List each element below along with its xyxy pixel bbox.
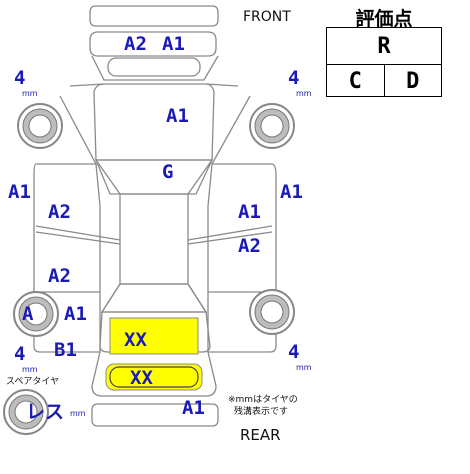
grade-interior: C (348, 68, 362, 94)
tire-front-right (249, 103, 295, 149)
tire-front-left-value: 4 (14, 67, 25, 89)
trunk-outline (99, 311, 211, 353)
rear-license-plate (109, 366, 199, 388)
left-fender-line (59, 95, 97, 165)
tire-rear-left (13, 291, 59, 337)
mark-right-front-door: A1 (238, 201, 261, 223)
grade-title: 評価点 (355, 8, 413, 30)
rear-bumper (91, 403, 219, 427)
note-line-1: ※mmはタイヤの (228, 394, 298, 405)
tire-front-right-value: 4 (288, 67, 299, 89)
c-pillar-left (101, 283, 121, 313)
grade-sub-row: C D (327, 65, 441, 97)
mark-right-rear-door: A2 (238, 235, 261, 257)
mark-left-rear-door: A2 (48, 265, 71, 287)
mark-left-rear-quarter: A1 (64, 303, 87, 325)
mark-rear-panel: XX (130, 367, 153, 389)
spare-tire-value: レス (26, 401, 64, 423)
mark-front-bumper-left: A2 (124, 33, 147, 55)
tire-rear-left-value: 4 (14, 343, 25, 365)
left-side-body (33, 163, 101, 353)
grade-table: R C D (326, 27, 442, 97)
grade-exterior: D (383, 65, 442, 97)
tire-spare (3, 389, 49, 435)
front-inner-panel (91, 55, 219, 81)
mark-rear-bumper: A1 (182, 397, 205, 419)
tire-rear-left-mark: A (22, 303, 34, 325)
mark-left-front-door: A2 (48, 201, 71, 223)
tire-rear-right (249, 289, 295, 335)
mark-trunk: XX (124, 329, 147, 351)
front-bumper (89, 5, 219, 27)
front-label: FRONT (243, 9, 291, 25)
spare-tire-unit: mm (70, 409, 86, 418)
left-door-line-1 (35, 225, 121, 241)
spare-tire-label: スペアタイヤ (6, 376, 59, 387)
right-side-body (207, 163, 277, 353)
tire-front-right-unit: mm (296, 89, 312, 98)
right-fender-line (211, 95, 251, 165)
mark-front-bumper-right: A1 (162, 33, 185, 55)
tire-rear-left-unit: mm (22, 365, 38, 374)
front-grille (89, 31, 217, 57)
tire-rear-right-value: 4 (288, 341, 299, 363)
mark-right-front-fender: A1 (280, 181, 303, 203)
note-line-2: 残溝表示です (234, 405, 288, 417)
mark-left-front-fender: A1 (8, 181, 31, 203)
car-outline (33, 5, 277, 427)
left-door-line-2 (35, 231, 121, 245)
tire-front-left (17, 103, 63, 149)
mark-hood: A1 (166, 105, 189, 127)
mark-left-rocker: B1 (54, 339, 77, 361)
mark-roof: G (162, 161, 173, 183)
grade-overall: R (327, 28, 441, 65)
left-fender-line-2 (69, 83, 105, 87)
c-pillar-right (187, 283, 207, 313)
rear-lower-panel (91, 351, 217, 397)
right-door-line-2 (187, 231, 273, 245)
rear-label: REAR (240, 426, 281, 444)
front-license-plate (107, 57, 201, 77)
roof (119, 193, 189, 285)
windshield (95, 159, 214, 195)
tire-rear-right-unit: mm (296, 363, 312, 372)
a-pillar-left (95, 159, 121, 195)
tire-front-left-unit: mm (22, 89, 38, 98)
a-pillar-right (187, 159, 213, 195)
right-fender-line-2 (205, 83, 239, 87)
trunk-replaced-highlight (109, 317, 199, 355)
hood (93, 83, 215, 161)
right-door-line-1 (187, 225, 273, 241)
